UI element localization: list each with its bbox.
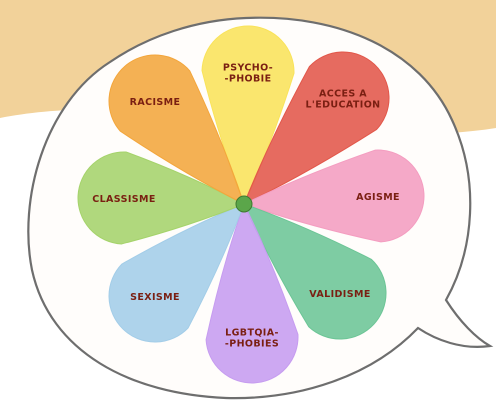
petal-label-lgbtqia-phobies: LGBTQIA--PHOBIES — [225, 328, 279, 350]
petal-label-line: PSYCHO- — [223, 63, 273, 74]
petal-label-line: -PHOBIES — [225, 339, 279, 350]
petal-label-psychophobie: PSYCHO--PHOBIE — [223, 63, 273, 85]
petal-label-sexisme: SEXISME — [130, 292, 180, 303]
petal-label-line: CLASSISME — [92, 194, 156, 205]
petal-label-line: ACCES A — [319, 89, 367, 100]
petal-label-line: VALIDISME — [309, 289, 370, 300]
petal-label-agisme: AGISME — [356, 192, 400, 203]
petal-label-line: -PHOBIE — [225, 74, 272, 85]
petal-label-line: AGISME — [356, 192, 400, 203]
flower-center — [236, 196, 252, 212]
petal-label-line: RACISME — [130, 97, 181, 108]
petal-label-line: SEXISME — [130, 292, 180, 303]
petal-label-line: LGBTQIA- — [225, 328, 279, 339]
petal-label-validisme: VALIDISME — [309, 289, 370, 300]
petal-label-racisme: RACISME — [130, 97, 181, 108]
petal-label-classisme: CLASSISME — [92, 194, 156, 205]
petal-label-line: L'EDUCATION — [305, 100, 380, 111]
